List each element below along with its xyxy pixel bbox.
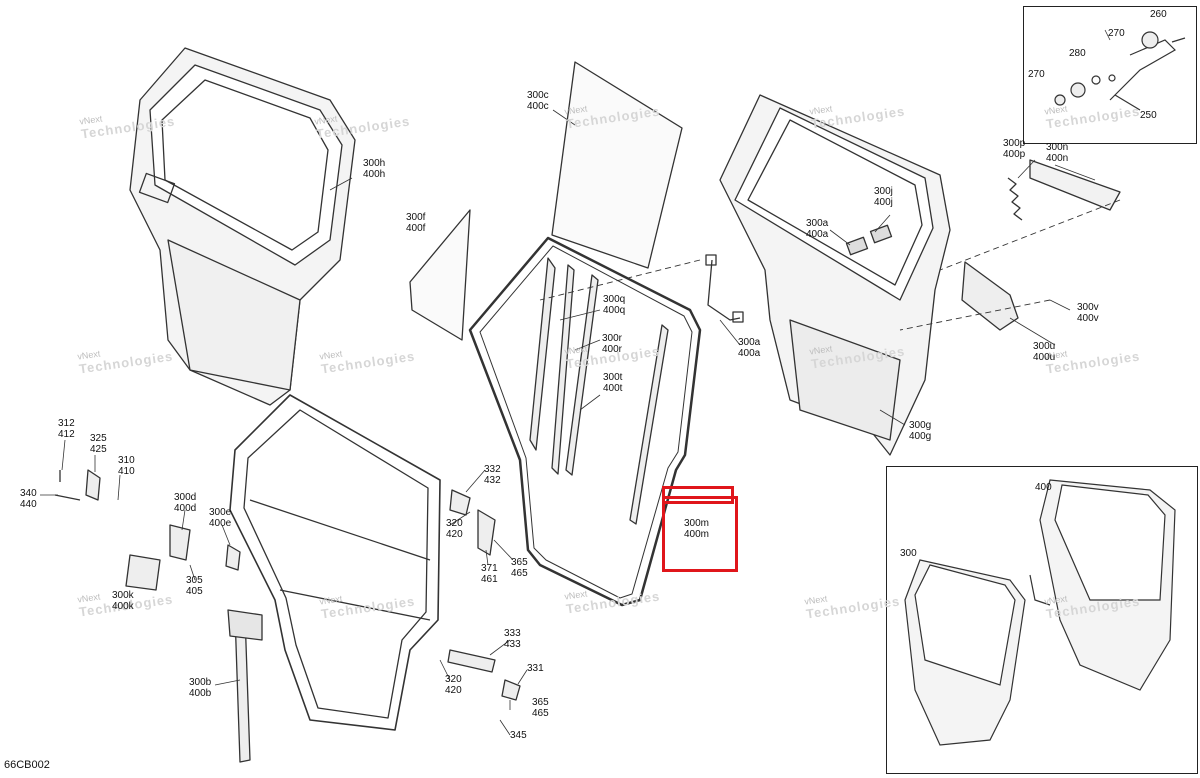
inner-door-panel-300g	[719, 94, 951, 456]
highlight-box-300m	[662, 496, 738, 572]
small-glass-300f	[409, 209, 471, 341]
callout-270a: 270	[1108, 28, 1125, 39]
figure-code: 66CB002	[4, 759, 50, 771]
callout-345: 345	[510, 730, 527, 741]
callout-300: 300	[900, 548, 917, 559]
window-seal-frame	[468, 236, 702, 607]
highlight-box-upper	[662, 486, 734, 504]
callout-280: 280	[1069, 48, 1086, 59]
callout-260: 260	[1150, 9, 1167, 20]
callout-331: 331	[527, 663, 544, 674]
inset-door-assembly	[904, 479, 1176, 746]
door-frame-structure	[229, 394, 441, 731]
outer-door-panel-300h	[129, 47, 356, 406]
inset-fastener-detail	[1054, 31, 1186, 111]
inset-frame-bottom	[886, 466, 1198, 774]
window-glass-300c	[551, 61, 683, 269]
callout-400: 400	[1035, 482, 1052, 493]
callout-270b: 270	[1028, 69, 1045, 80]
inset-frame-top	[1023, 6, 1197, 144]
callout-250: 250	[1140, 110, 1157, 121]
